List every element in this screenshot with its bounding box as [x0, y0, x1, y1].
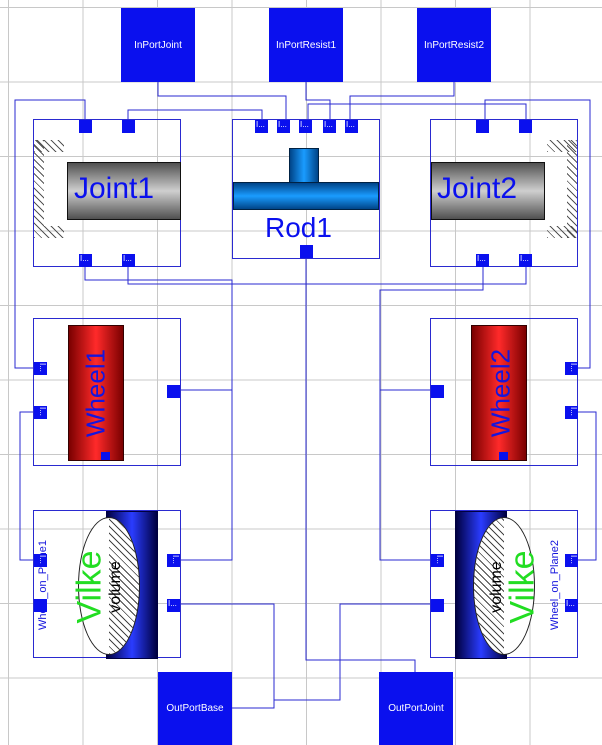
wire-wheel1-plane1: [19, 411, 40, 561]
joint2-pin-top-left[interactable]: [476, 120, 489, 133]
wheel2-block[interactable]: Wheel2 I... I...: [430, 318, 578, 466]
joint1-label: Joint1: [74, 172, 155, 205]
wheel2-pin-bottom[interactable]: [499, 452, 508, 460]
rod1-bar: [233, 182, 379, 210]
wheel1-pin-bottom[interactable]: [101, 452, 110, 460]
wire-inportjoint-rod: [157, 82, 287, 120]
plane2-ellipse: [473, 517, 535, 655]
joint2-block[interactable]: Joint2 I... I...: [430, 119, 578, 267]
rod1-pin-1[interactable]: I...: [255, 120, 268, 133]
wire-plane2-outportbase: [274, 603, 437, 701]
plane2-pin-right-bottom[interactable]: I...: [565, 599, 578, 612]
plane2-pin-right-top[interactable]: I...: [565, 554, 578, 567]
wire-joint1-plane1: [84, 262, 233, 561]
wire-inportresist1-rod: [305, 82, 331, 120]
joint2-pin-bottom-right[interactable]: I...: [519, 254, 532, 267]
rod1-pin-bottom[interactable]: [300, 245, 313, 258]
plane2-pin-left-bottom[interactable]: [431, 599, 444, 612]
plane2-brand: Vilke: [503, 550, 542, 624]
wire-right-outer: [484, 99, 591, 369]
rod1-pin-5[interactable]: I...: [345, 120, 358, 133]
wheel2-pin-right-top[interactable]: I...: [565, 362, 578, 375]
inport-resist1[interactable]: InPortResist1: [269, 8, 343, 82]
outport-base[interactable]: OutPortBase: [158, 672, 232, 745]
plane1-brand: Vilke: [70, 550, 109, 624]
wheel1-pin-right[interactable]: [167, 385, 180, 398]
plane1-caption: volume: [107, 561, 124, 613]
plane1-pin-right-top[interactable]: I...: [167, 554, 180, 567]
wire-left-outer: [14, 99, 86, 369]
wheel2-body: [471, 325, 527, 461]
joint2-pin-bottom-left[interactable]: I...: [476, 254, 489, 267]
wire-plane1-outportbase: [178, 603, 275, 709]
wire-joint2-plane2: [379, 262, 484, 561]
wheel1-pin-left-bottom[interactable]: I...: [34, 406, 47, 419]
inport-joint[interactable]: InPortJoint: [121, 8, 195, 82]
wire-rod-joint1-top: [127, 109, 263, 120]
wire-rod-outportjoint: [305, 258, 416, 672]
joint1-hatch-side: [34, 140, 44, 238]
wheel-on-plane1-block[interactable]: volume Vilke Wheel_on_Plane1 I... I... I…: [33, 510, 181, 659]
joint1-pin-bottom-right[interactable]: I...: [122, 254, 135, 267]
joint2-hatch-side: [567, 140, 577, 238]
joint2-pin-top-right[interactable]: [519, 120, 532, 133]
wire-inportresist2-rod: [349, 82, 455, 120]
wheel-on-plane2-block[interactable]: volume Vilke Wheel_on_Plane2 I... I... I…: [430, 510, 578, 659]
wheel1-pin-left-top[interactable]: I...: [34, 362, 47, 375]
wire-wheel2-plane2: [575, 411, 597, 561]
wheel2-pin-left[interactable]: [431, 385, 444, 398]
plane1-pin-left-bottom[interactable]: [34, 599, 47, 612]
rod1-pin-4[interactable]: I...: [323, 120, 336, 133]
joint1-pin-top-right[interactable]: [122, 120, 135, 133]
joint1-pin-bottom-left[interactable]: I...: [79, 254, 92, 267]
rod1-stem: [289, 148, 319, 184]
wire-joint-bottoms: [127, 262, 527, 285]
outport-joint[interactable]: OutPortJoint: [379, 672, 453, 745]
joint1-body: [67, 162, 181, 220]
rod1-pin-3[interactable]: I...: [299, 120, 312, 133]
joint2-body: [431, 162, 545, 220]
wheel1-block[interactable]: Wheel1 I... I...: [33, 318, 181, 466]
rod1-block[interactable]: Rod1 I... I... I... I... I...: [232, 119, 380, 259]
inport-resist2[interactable]: InPortResist2: [417, 8, 491, 82]
joint1-block[interactable]: Joint1 I... I...: [33, 119, 181, 267]
wheel2-label: Wheel2: [485, 348, 516, 438]
plane2-pin-left-top[interactable]: I...: [431, 554, 444, 567]
wheel2-pin-right-bottom[interactable]: I...: [565, 406, 578, 419]
joint2-label: Joint2: [437, 172, 518, 205]
rod1-pin-2[interactable]: I...: [277, 120, 290, 133]
plane2-name: Wheel_on_Plane2: [549, 540, 561, 630]
plane2-ellipse-hatch: [474, 518, 504, 654]
wheel1-label: Wheel1: [80, 348, 111, 438]
plane1-pin-right-bottom[interactable]: I...: [167, 599, 180, 612]
plane1-pin-left-top[interactable]: I...: [34, 554, 47, 567]
wheel1-body: [68, 325, 124, 461]
plane1-ellipse-hatch: [109, 518, 139, 654]
rod1-label: Rod1: [265, 212, 332, 243]
plane1-ellipse: [78, 517, 140, 655]
wire-rod-joint2-top: [307, 103, 527, 120]
joint1-pin-top-left[interactable]: [79, 120, 92, 133]
